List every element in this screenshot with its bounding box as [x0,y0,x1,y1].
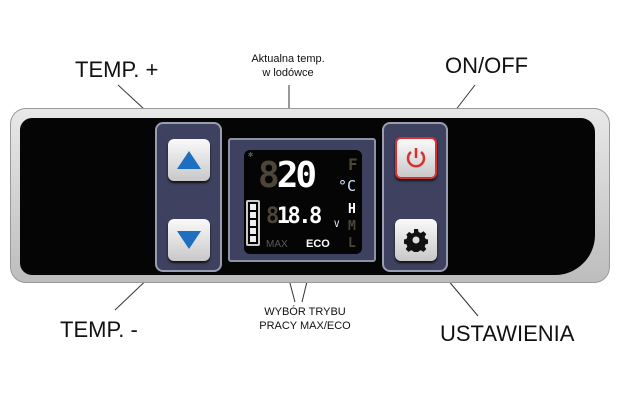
label-settings: USTAWIENIA [440,321,575,346]
unit-v: V [334,220,340,230]
temperature-readout: 820 [258,155,317,196]
unit-f: F [348,155,358,174]
voltage-readout: 818.8 [266,204,322,230]
settings-button[interactable] [395,219,437,261]
label-temp-plus: TEMP. + [75,57,159,82]
label-temp-minus: TEMP. - [60,317,138,342]
label-line: WYBÓR TRYBU [264,306,346,318]
power-button[interactable] [395,137,437,179]
bluetooth-icon: ✱ [248,150,254,160]
mode-max: MAX [266,239,288,250]
battery-bar [250,204,256,210]
power-settings-group [382,122,448,272]
label-line: w lodówce [262,67,314,79]
level-m: M [348,219,356,234]
display-bezel: ✱ 820 F °C 818.8 V H M L MAX ECO [228,138,376,262]
label-mode: WYBÓR TRYBU PRACY MAX/ECO [245,305,365,333]
temp-down-button[interactable] [168,219,210,261]
temp-button-group [155,122,222,272]
unit-c: °C [338,177,357,195]
lcd-screen: ✱ 820 F °C 818.8 V H M L MAX ECO [244,150,362,254]
battery-icon [246,200,260,246]
level-l: L [348,236,356,251]
triangle-down-icon [177,231,201,249]
temp-up-button[interactable] [168,139,210,181]
level-h: H [348,202,356,217]
temperature-value: 20 [276,155,317,196]
dim-digit: 8 [266,204,279,229]
label-line: Aktualna temp. [251,53,325,65]
battery-bar [250,220,256,226]
dim-digit: 8 [258,155,280,196]
label-current-temp: Aktualna temp. w lodówce [240,52,336,80]
triangle-up-icon [177,151,201,169]
battery-bar [250,236,256,242]
battery-bar [250,212,256,218]
label-on-off: ON/OFF [445,53,529,78]
mode-eco: ECO [306,238,330,250]
power-icon [406,148,426,168]
gear-icon [404,229,428,252]
battery-bar [250,228,256,234]
voltage-value: 18.8 [276,204,322,229]
label-line: PRACY MAX/ECO [259,320,351,332]
